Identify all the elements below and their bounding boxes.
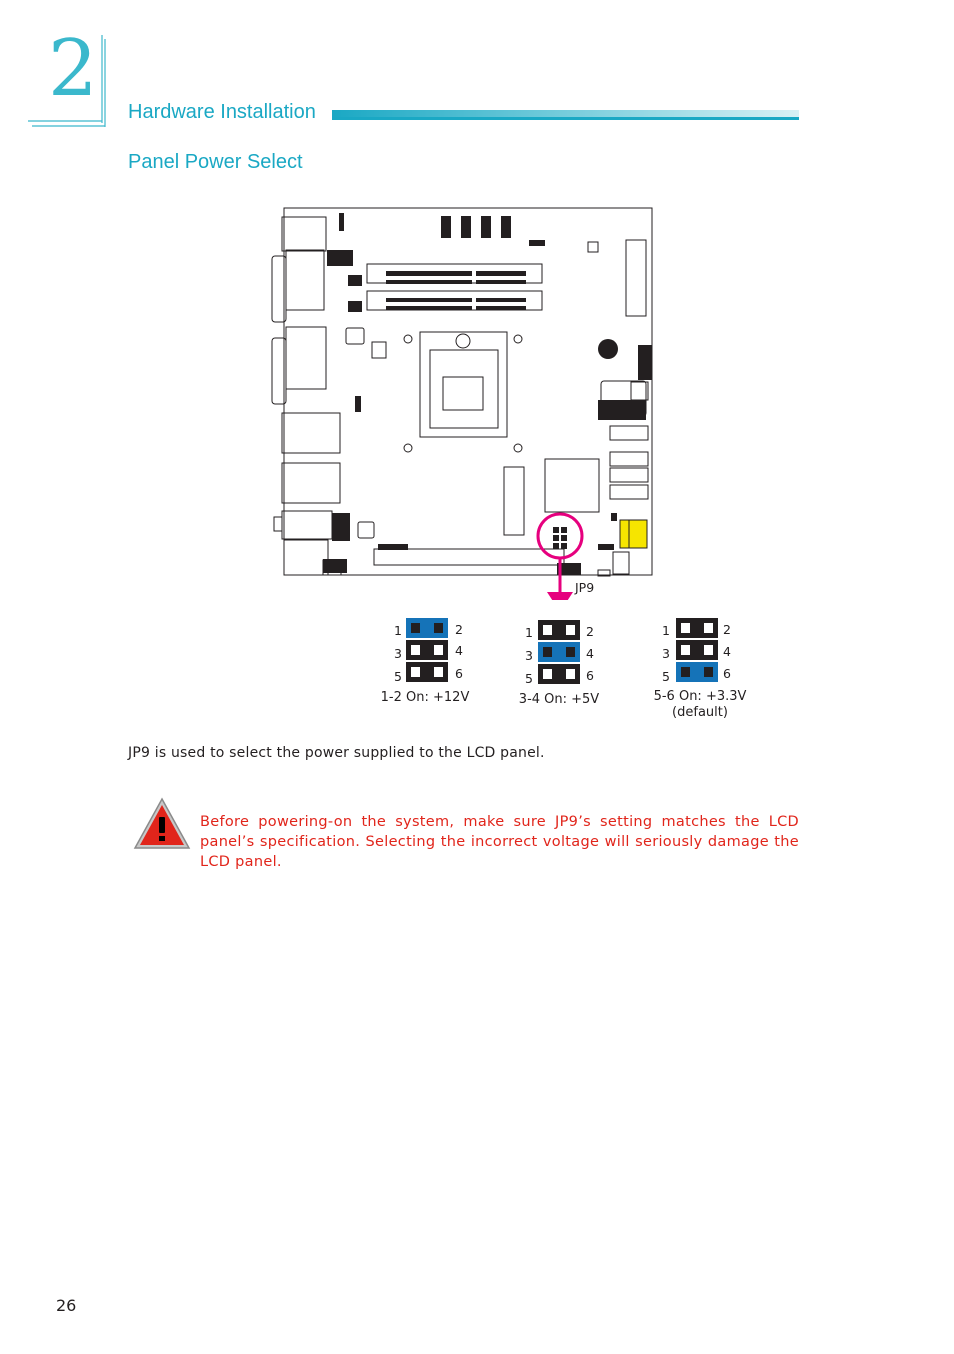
body-paragraph: JP9 is used to select the power supplied… — [128, 745, 545, 761]
page-number: 26 — [56, 1296, 77, 1315]
svg-text:3: 3 — [394, 646, 402, 661]
setting-5-6: 1 3 5 2 4 6 5-6 On: +3.3V (default) — [654, 618, 747, 720]
title-bar — [332, 110, 799, 120]
setting-note: (default) — [672, 705, 728, 720]
motherboard-diagram: JP9 — [271, 207, 653, 600]
svg-text:2: 2 — [723, 622, 731, 637]
setting-caption: 5-6 On: +3.3V — [654, 689, 747, 704]
svg-text:1: 1 — [525, 625, 533, 640]
warning-text: Before powering-on the system, make sure… — [200, 814, 799, 870]
svg-text:3: 3 — [525, 648, 533, 663]
svg-text:5: 5 — [525, 671, 533, 686]
svg-text:1: 1 — [662, 623, 670, 638]
svg-text:6: 6 — [586, 668, 594, 683]
setting-caption: 1-2 On: +12V — [381, 690, 470, 705]
svg-text:5: 5 — [394, 669, 402, 684]
section-title: Hardware Installation — [128, 101, 316, 123]
svg-text:4: 4 — [455, 643, 463, 658]
svg-text:2: 2 — [455, 622, 463, 637]
warning-triangle-icon — [133, 797, 191, 849]
svg-text:6: 6 — [723, 666, 731, 681]
svg-text:4: 4 — [586, 646, 594, 661]
setting-3-4: 1 3 5 2 4 6 3-4 On: +5V — [519, 620, 600, 707]
jumper-settings-diagram: 1 3 5 2 4 6 1-2 On: +12V 1 3 5 2 4 6 3-4… — [381, 618, 747, 720]
setting-caption: 3-4 On: +5V — [519, 692, 600, 707]
svg-text:6: 6 — [455, 666, 463, 681]
svg-text:4: 4 — [723, 644, 731, 659]
chapter-number: 2 — [48, 24, 98, 114]
svg-text:1: 1 — [394, 623, 402, 638]
svg-text:2: 2 — [586, 624, 594, 639]
svg-text:5: 5 — [662, 669, 670, 684]
setting-1-2: 1 3 5 2 4 6 1-2 On: +12V — [381, 618, 470, 705]
svg-text:3: 3 — [662, 646, 670, 661]
subsection-title: Panel Power Select — [128, 151, 303, 173]
chapter-marker — [28, 35, 106, 127]
jp9-label: JP9 — [574, 580, 594, 595]
